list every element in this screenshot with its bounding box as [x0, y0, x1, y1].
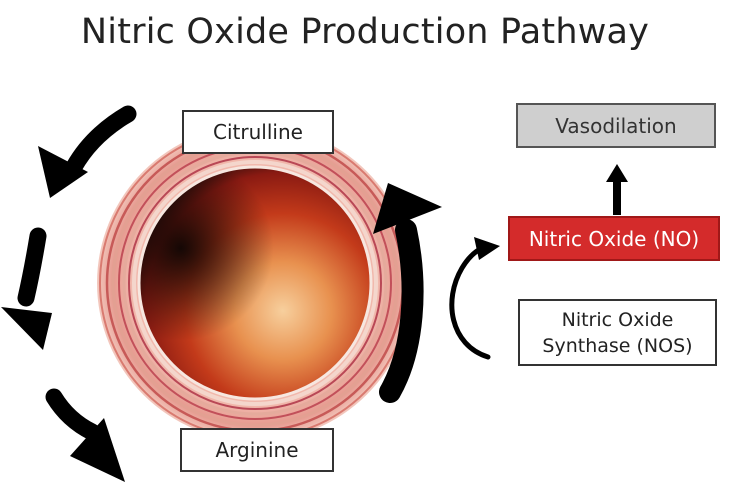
nitric-oxide-node: Nitric Oxide (NO) — [508, 216, 720, 261]
up-arrow-icon — [606, 164, 628, 215]
large-up-arrow-icon — [373, 183, 442, 403]
cycle-arrow-bottom-icon — [45, 388, 125, 482]
nos-label-line1: Nitric Oxide — [561, 308, 674, 331]
vasodilation-node: Vasodilation — [516, 103, 716, 148]
diagram-title: Nitric Oxide Production Pathway — [80, 12, 650, 52]
arginine-node: Arginine — [180, 428, 334, 472]
blood-vessel-icon — [97, 125, 413, 441]
nos-node: Nitric Oxide Synthase (NOS) — [518, 299, 717, 366]
citrulline-node: Citrulline — [182, 110, 334, 154]
cycle-arrow-middle-icon — [1, 227, 52, 350]
cycle-arrow-top-icon — [38, 105, 137, 198]
nos-label-line2: Synthase (NOS) — [542, 334, 693, 357]
nos-curved-arrow-icon — [449, 237, 500, 360]
